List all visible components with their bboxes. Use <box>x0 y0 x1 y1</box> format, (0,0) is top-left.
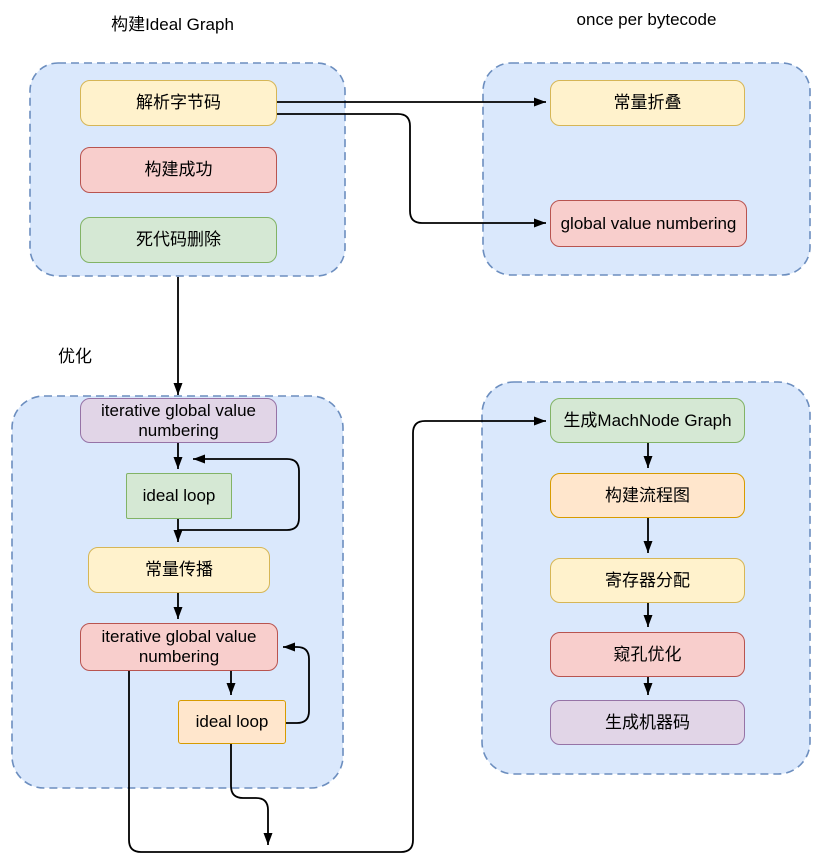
node-peephole-optimization: 窥孔优化 <box>550 632 745 677</box>
node-constant-folding: 常量折叠 <box>550 80 745 126</box>
edge-ideal-loop-2-merge-to-bottom-line <box>230 743 273 845</box>
node-gen-machnode-graph: 生成MachNode Graph <box>550 398 745 443</box>
node-gen-machine-code: 生成机器码 <box>550 700 745 745</box>
node-global-value-numbering: global value numbering <box>550 200 747 247</box>
node-ideal-loop-1: ideal loop <box>126 473 232 519</box>
edge-parse-bytecode-to-global-value-numbering <box>277 113 546 228</box>
node-register-allocation: 寄存器分配 <box>550 558 745 603</box>
node-constant-propagation: 常量传播 <box>88 547 270 593</box>
section-title-once-per-bytecode: once per bytecode <box>576 10 717 29</box>
node-iterative-gvn-1: iterative global value numbering <box>80 398 277 443</box>
edge-ideal-loop-2-to-iterative-gvn-2-loop <box>283 642 310 724</box>
node-parse-bytecode: 解析字节码 <box>80 80 277 126</box>
node-dead-code-elimination: 死代码删除 <box>80 217 277 263</box>
section-title-optimize: 优化 <box>58 347 92 366</box>
edge-iterative-gvn-2-to-gen-machnode-graph <box>128 416 546 853</box>
node-build-flow-graph: 构建流程图 <box>550 473 745 518</box>
node-build-success: 构建成功 <box>80 147 277 193</box>
section-title-build-ideal-graph: 构建Ideal Graph <box>111 15 234 34</box>
edge-ideal-loop-1-self-loop <box>178 454 300 531</box>
node-ideal-loop-2: ideal loop <box>178 700 286 744</box>
node-iterative-gvn-2: iterative global value numbering <box>80 623 278 671</box>
